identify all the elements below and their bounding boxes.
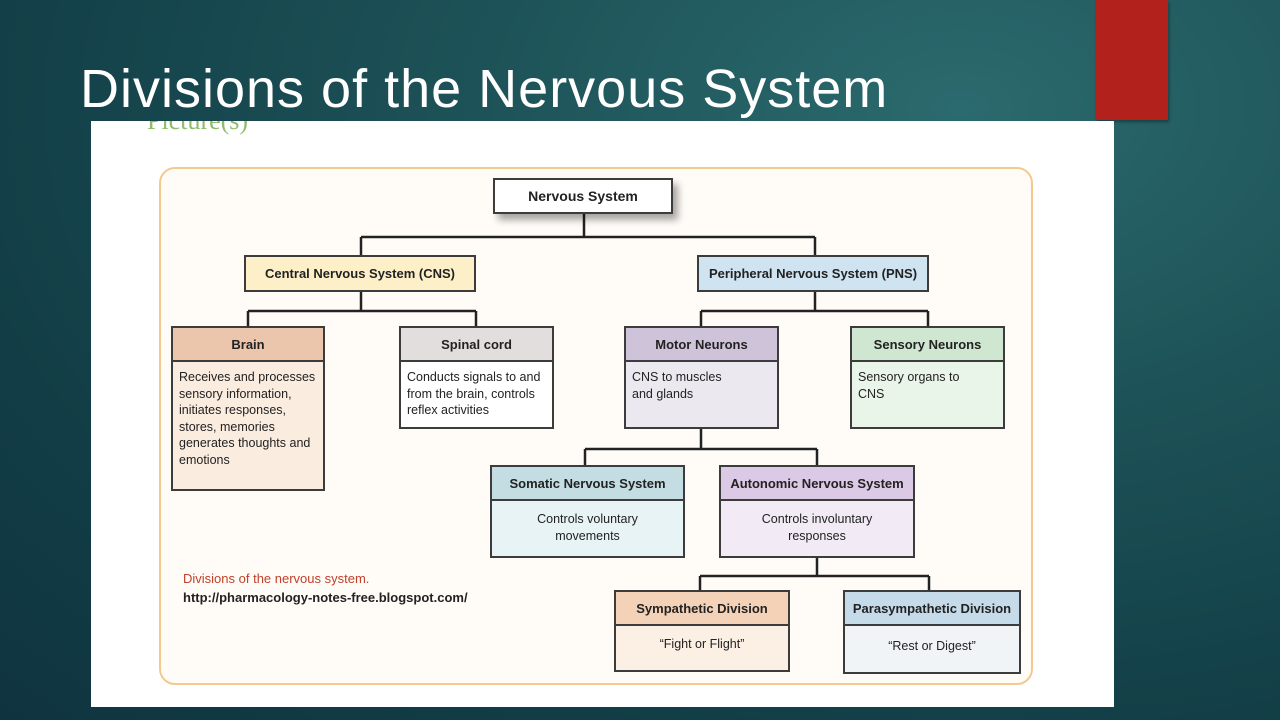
parasympathetic-division-box: Parasympathetic Division “Rest or Digest…	[843, 590, 1021, 674]
connector-lines	[246, 213, 931, 591]
figure-caption: Divisions of the nervous system. http://…	[183, 569, 468, 607]
parasympathetic-description: “Rest or Digest”	[888, 639, 976, 653]
picture-label: Picture(s)	[147, 121, 248, 134]
sympathetic-title: Sympathetic Division	[616, 592, 788, 626]
spinal-cord-description: Conducts signals to and from the brain, …	[407, 370, 541, 417]
motor-neurons-title: Motor Neurons	[626, 328, 777, 362]
motor-neurons-box: Motor Neurons CNS to muscles and glands	[624, 326, 779, 429]
spinal-cord-box: Spinal cord Conducts signals to and from…	[399, 326, 554, 429]
autonomic-nervous-system-box: Autonomic Nervous System Controls involu…	[719, 465, 915, 558]
brain-box: Brain Receives and processes sensory inf…	[171, 326, 325, 491]
sympathetic-description: “Fight or Flight”	[659, 637, 745, 651]
accent-tab	[1096, 0, 1168, 120]
caption-source-url: http://pharmacology-notes-free.blogspot.…	[183, 590, 468, 605]
sensory-neurons-description: Sensory organs to CNS	[858, 370, 960, 401]
motor-neurons-description: CNS to muscles and glands	[632, 370, 722, 401]
sensory-neurons-title: Sensory Neurons	[852, 328, 1003, 362]
autonomic-title: Autonomic Nervous System	[721, 467, 913, 501]
somatic-title: Somatic Nervous System	[492, 467, 683, 501]
spinal-cord-title: Spinal cord	[401, 328, 552, 362]
sensory-neurons-box: Sensory Neurons Sensory organs to CNS	[850, 326, 1005, 429]
parasympathetic-title: Parasympathetic Division	[845, 592, 1019, 626]
caption-title: Divisions of the nervous system.	[183, 571, 370, 586]
autonomic-description: Controls involuntary responses	[761, 512, 873, 543]
sympathetic-division-box: Sympathetic Division “Fight or Flight”	[614, 590, 790, 672]
pns-box: Peripheral Nervous System (PNS)	[697, 255, 929, 292]
brain-title: Brain	[173, 328, 323, 362]
slide-title: Divisions of the Nervous System	[80, 59, 889, 119]
nervous-system-box: Nervous System	[493, 178, 673, 214]
cns-box: Central Nervous System (CNS)	[244, 255, 476, 292]
diagram-picture: Picture(s) Nervous System Central	[91, 121, 1114, 707]
somatic-description: Controls voluntary movements	[537, 512, 638, 543]
brain-description: Receives and processes sensory informati…	[179, 370, 316, 467]
somatic-nervous-system-box: Somatic Nervous System Controls voluntar…	[490, 465, 685, 558]
